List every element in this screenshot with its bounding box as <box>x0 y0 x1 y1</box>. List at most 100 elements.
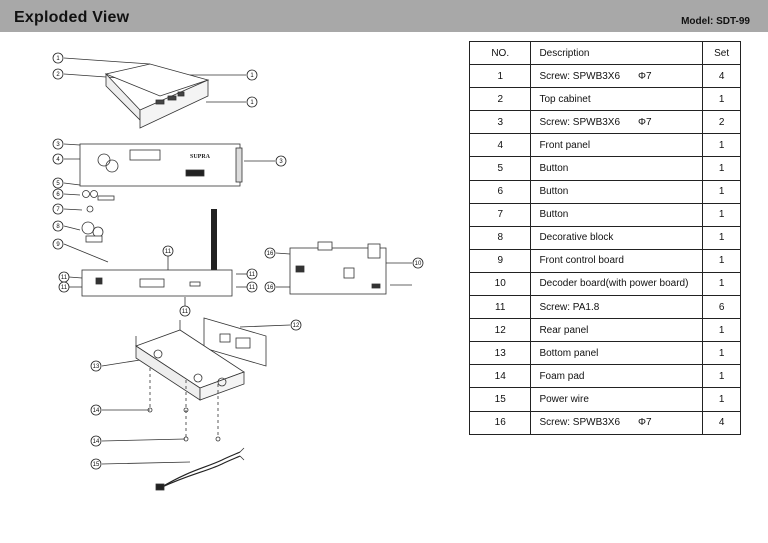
model-label: Model: SDT-99 <box>681 16 750 27</box>
callout: 11 <box>246 281 258 293</box>
svg-text:14: 14 <box>93 439 100 445</box>
svg-text:11: 11 <box>249 272 256 278</box>
part-set-count: 6 <box>702 295 741 320</box>
part-set-count: 1 <box>702 179 741 204</box>
part-description-text: Power wire <box>539 393 589 405</box>
part-description: Button <box>530 202 704 227</box>
svg-text:9: 9 <box>56 242 60 248</box>
part-set-count: 4 <box>702 410 741 435</box>
part-description-text: Rear panel <box>539 324 589 336</box>
part-number: 1 <box>468 64 532 89</box>
part-set-count: 1 <box>702 364 741 389</box>
svg-text:8: 8 <box>56 224 60 230</box>
callout: 2 <box>52 68 64 80</box>
part-description-text: Screw: SPWB3X6 <box>539 116 621 128</box>
callout: 1 <box>246 96 258 108</box>
callout: 3 <box>275 155 287 167</box>
svg-text:1: 1 <box>250 100 254 106</box>
page-title: Exploded View <box>14 9 130 26</box>
part-diameter: Φ7 <box>638 116 652 128</box>
part-number: 14 <box>468 364 532 389</box>
svg-text:11: 11 <box>182 309 189 315</box>
svg-text:11: 11 <box>61 275 68 281</box>
svg-text:16: 16 <box>267 285 274 291</box>
part-description-text: Screw: PA1.8 <box>539 301 600 313</box>
callout: 12 <box>290 319 302 331</box>
callout: 7 <box>52 203 64 215</box>
callout: 14 <box>90 435 102 447</box>
part-set-count: 1 <box>702 225 741 250</box>
part-number: 8 <box>468 225 532 250</box>
callout: 11 <box>246 268 258 280</box>
part-set-count: 1 <box>702 202 741 227</box>
part-description: Bottom panel <box>530 341 704 366</box>
svg-text:13: 13 <box>93 364 100 370</box>
part-set-count: 1 <box>702 248 741 273</box>
part-description: Screw: SPWB3X6 Φ7 <box>530 110 704 135</box>
table-row: 8 Decorative block 1 <box>468 225 741 250</box>
callout: 11 <box>179 305 191 317</box>
table-row: 1 Screw: SPWB3X6 Φ7 4 <box>468 64 741 89</box>
svg-text:1: 1 <box>56 56 60 62</box>
column-header-no: NO. <box>468 40 532 66</box>
part-number: 3 <box>468 110 532 135</box>
callout: 11 <box>58 281 70 293</box>
part-description: Button <box>530 156 704 181</box>
part-set-count: 1 <box>702 318 741 343</box>
callout: 5 <box>52 177 64 189</box>
svg-text:15: 15 <box>93 462 100 468</box>
callout: 1 <box>246 69 258 81</box>
svg-text:11: 11 <box>165 249 172 255</box>
svg-text:16: 16 <box>267 251 274 257</box>
svg-text:2: 2 <box>56 72 60 78</box>
part-set-count: 1 <box>702 387 741 412</box>
part-set-count: 1 <box>702 156 741 181</box>
part-diameter: Φ7 <box>638 70 652 82</box>
svg-text:12: 12 <box>293 323 300 329</box>
part-description-text: Front panel <box>539 139 591 151</box>
part-diameter: Φ7 <box>638 417 652 429</box>
part-set-count: 4 <box>702 64 741 89</box>
part-description: Power wire <box>530 387 704 412</box>
svg-text:1: 1 <box>250 73 254 79</box>
part-number: 15 <box>468 387 532 412</box>
callout: 16 <box>264 281 276 293</box>
part-description-text: Top cabinet <box>539 93 591 105</box>
part-description: Front control board <box>530 248 704 273</box>
svg-text:5: 5 <box>56 181 60 187</box>
part-description: Top cabinet <box>530 87 704 112</box>
svg-text:4: 4 <box>56 157 60 163</box>
svg-text:3: 3 <box>56 142 60 148</box>
callout: 11 <box>58 271 70 283</box>
part-description: Front panel <box>530 133 704 158</box>
part-description: Decorative block <box>530 225 704 250</box>
callout: 4 <box>52 153 64 165</box>
part-number: 9 <box>468 248 532 273</box>
callout: 11 <box>162 245 174 257</box>
callout: 8 <box>52 220 64 232</box>
part-description-text: Decorative block <box>539 232 614 244</box>
callout: 10 <box>412 257 424 269</box>
part-description-text: Screw: SPWB3X6 <box>539 70 621 82</box>
part-number: 5 <box>468 156 532 181</box>
part-description: Button <box>530 179 704 204</box>
callout: 9 <box>52 238 64 250</box>
callout: 1 <box>52 52 64 64</box>
exploded-view-diagram: SUPRA 1 2 1 1 3 4 3 5 6 7 8 9 11 11 11 1… <box>52 52 424 491</box>
part-number: 16 <box>468 410 532 435</box>
part-description: Foam pad <box>530 364 704 389</box>
part-description-text: Button <box>539 186 569 198</box>
callout: 14 <box>90 404 102 416</box>
